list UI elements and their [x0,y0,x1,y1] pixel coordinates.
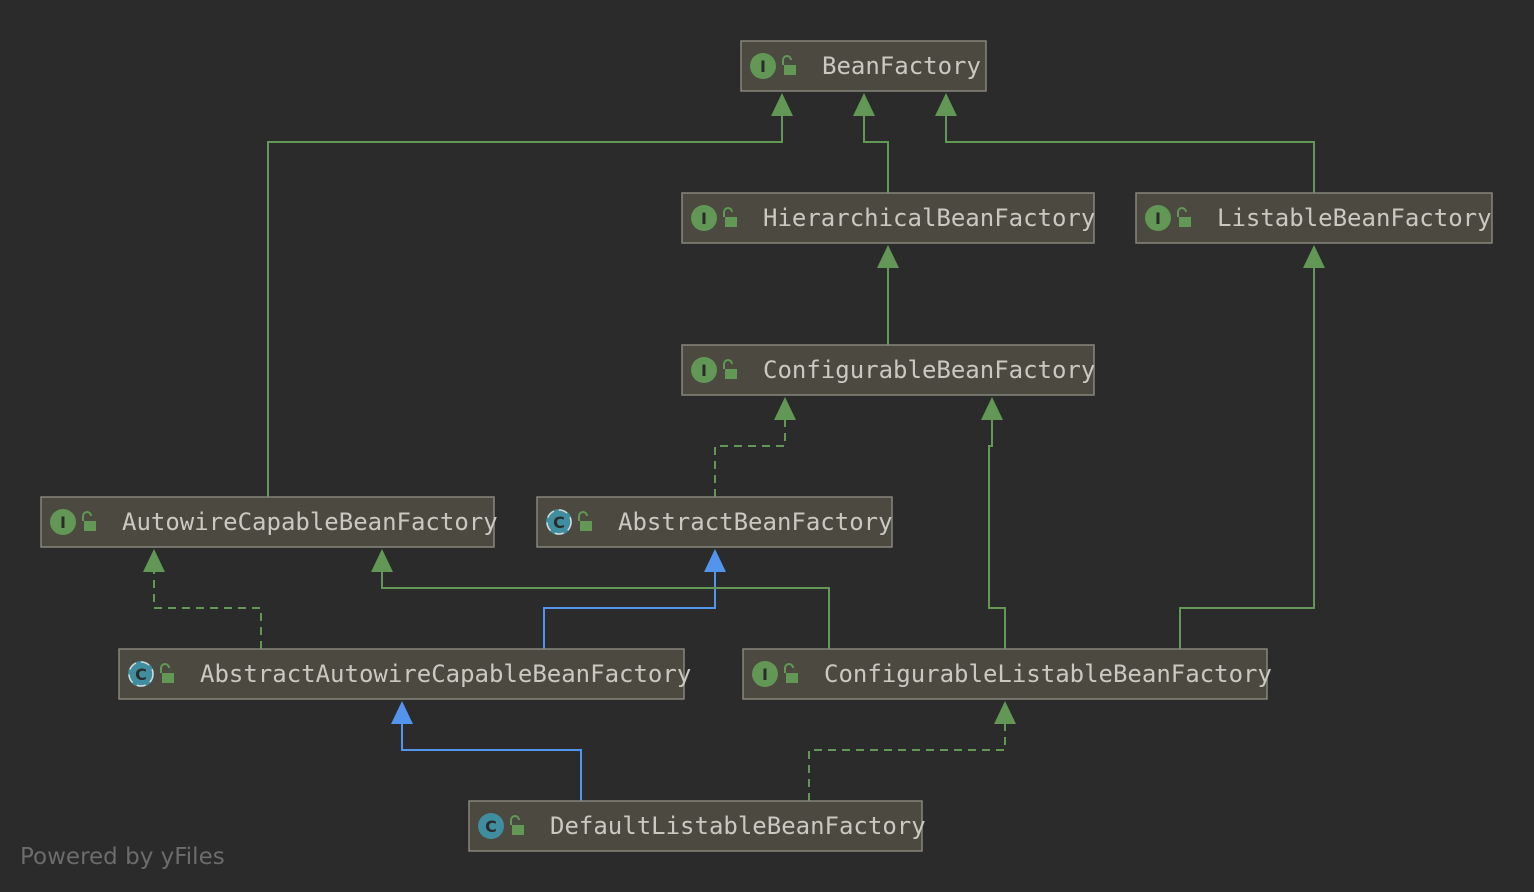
unlocked-icon [723,207,737,227]
edge-line [543,570,716,649]
edge-arrowhead [143,549,165,572]
edge-extends-interface [981,397,1006,649]
node-configurable-bean-factory[interactable]: I ConfigurableBeanFactory [681,344,1095,396]
interface-icon: I [1145,205,1171,231]
svg-text:I: I [762,665,768,684]
edge-arrowhead [371,549,393,572]
node-label: HierarchicalBeanFactory [763,204,1095,232]
abstract-class-icon: C [128,661,154,687]
unlocked-icon [723,359,737,379]
node-box [1135,192,1493,244]
edge-extends-interface [267,93,793,497]
edge-arrowhead [994,701,1016,724]
node-hierarchical-bean-factory[interactable]: I HierarchicalBeanFactory [681,192,1095,244]
edge-line [267,114,783,497]
edge-line [945,114,1315,193]
edge-extends-interface [853,93,889,193]
node-box [118,648,685,700]
svg-text:I: I [701,361,707,380]
node-label: BeanFactory [822,52,981,80]
node-box [740,40,987,92]
edge-arrowhead [704,549,726,572]
unlocked-icon [784,663,798,683]
interface-icon: I [50,509,76,535]
node-abstract-bean-factory[interactable]: C AbstractBeanFactory [536,496,893,548]
svg-text:C: C [553,513,565,532]
svg-text:I: I [701,209,707,228]
node-label: AbstractBeanFactory [618,508,893,536]
interface-icon: I [691,205,717,231]
edge-extends-interface [935,93,1315,193]
node-label: ConfigurableListableBeanFactory [824,660,1272,688]
edges-layer [143,93,1325,801]
node-box [536,496,893,548]
node-box [468,800,923,852]
unlocked-icon [160,663,174,683]
node-autowire-capable-bean-factory[interactable]: I AutowireCapableBeanFactory [40,496,498,548]
node-label: DefaultListableBeanFactory [550,812,926,840]
node-listable-bean-factory[interactable]: I ListableBeanFactory [1135,192,1493,244]
powered-by-footer: Powered by yFiles [20,844,225,870]
edge-line [988,418,1006,649]
edge-arrowhead [877,245,899,268]
edge-implements [714,397,796,497]
unlocked-icon [82,511,96,531]
edge-arrowhead [771,93,793,116]
edge-arrowhead [391,701,413,724]
interface-icon: I [691,357,717,383]
unlocked-icon [782,55,796,75]
svg-text:I: I [1155,209,1161,228]
edge-arrowhead [1303,245,1325,268]
edge-line [863,114,889,193]
abstract-class-icon: C [546,509,572,535]
node-label: ListableBeanFactory [1217,204,1492,232]
edge-extends-interface [371,549,830,649]
edge-line [401,722,582,801]
svg-text:C: C [135,665,147,684]
node-box [40,496,495,548]
node-box [681,192,1095,244]
node-abstract-autowire-capable-bean-factory[interactable]: C AbstractAutowireCapableBeanFactory [118,648,691,700]
interface-icon: I [752,661,778,687]
node-label: AutowireCapableBeanFactory [122,508,498,536]
node-box [742,648,1268,700]
unlocked-icon [1177,207,1191,227]
edge-extends-class [391,701,582,801]
edge-extends-interface [1179,245,1325,649]
svg-text:I: I [760,57,766,76]
edge-arrowhead [981,397,1003,420]
unlocked-icon [578,511,592,531]
edge-arrowhead [935,93,957,116]
edge-line [1179,266,1315,649]
edge-implements [143,549,262,649]
node-box [681,344,1095,396]
node-label: AbstractAutowireCapableBeanFactory [200,660,691,688]
class-icon: C [478,813,504,839]
node-bean-factory[interactable]: I BeanFactory [740,40,987,92]
svg-text:I: I [60,513,66,532]
edge-extends-class [543,549,726,649]
unlocked-icon [510,815,524,835]
node-default-listable-bean-factory[interactable]: C DefaultListableBeanFactory [468,800,926,852]
interface-icon: I [750,53,776,79]
svg-text:C: C [485,817,497,836]
edge-arrowhead [774,397,796,420]
edge-arrowhead [853,93,875,116]
node-label: ConfigurableBeanFactory [763,356,1095,384]
edge-line [714,418,786,497]
edge-extends-interface [877,245,899,345]
edge-line [808,722,1006,801]
node-configurable-listable-bean-factory[interactable]: I ConfigurableListableBeanFactory [742,648,1272,700]
edge-line [153,570,262,649]
edge-line [381,570,830,649]
edge-implements [808,701,1016,801]
